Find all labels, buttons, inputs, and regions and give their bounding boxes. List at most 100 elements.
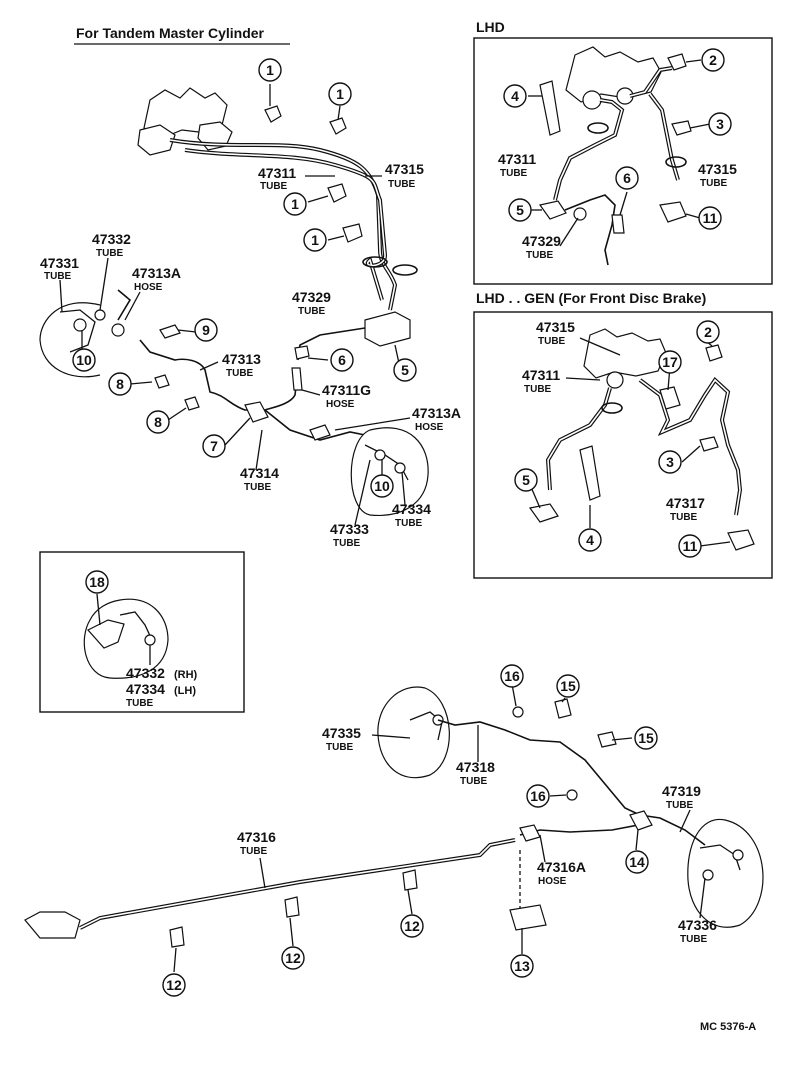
label-hose: HOSE [415,422,444,433]
svg-text:13: 13 [514,958,530,974]
svg-text:12: 12 [166,977,182,993]
label-47329: 47329 [292,289,331,305]
label-47317: 47317 [666,495,705,511]
svg-text:16: 16 [504,668,520,684]
label-47314: 47314 [240,465,279,481]
label-tube: TUBE [226,368,254,379]
svg-text:16: 16 [530,788,546,804]
label-tube: TUBE [44,271,72,282]
svg-text:12: 12 [404,918,420,934]
label-tube: TUBE [700,178,728,189]
svg-text:4: 4 [511,88,519,104]
callout: 1 [258,58,282,82]
label-47316a: 47316A [537,859,586,875]
svg-text:9: 9 [202,322,210,338]
callout: 5 [508,198,532,222]
callout: 2 [701,48,725,72]
label-tube: TUBE [460,776,488,787]
callout: 11 [678,534,702,558]
svg-text:17: 17 [662,354,678,370]
svg-text:1: 1 [291,196,299,212]
svg-text:15: 15 [638,730,654,746]
callout: 11 [698,206,722,230]
callout: 3 [658,450,682,474]
label-47311g: 47311G [322,382,371,398]
callout: 7 [202,434,226,458]
label-hose: HOSE [326,399,355,410]
callout: 4 [503,84,527,108]
svg-text:10: 10 [76,352,92,368]
callout: 12 [281,946,305,970]
callout: 8 [108,372,132,396]
inset-frame [39,551,245,713]
callout: 16 [500,664,524,688]
lhd-tube-47311 [553,98,625,201]
tube-47319 [639,814,706,846]
label-47333: 47333 [330,521,369,537]
front-right-disc [350,427,429,517]
svg-text:1: 1 [336,86,344,102]
callout: 12 [162,973,186,997]
callout: 17 [658,350,682,374]
label-tube: TUBE [333,538,361,549]
callout: 5 [393,358,417,382]
svg-text:3: 3 [666,454,674,470]
svg-text:10: 10 [374,478,390,494]
junction-block [244,401,269,423]
lhd-fitting [538,200,567,220]
svg-text:1: 1 [266,62,274,78]
lhd-bracket [539,80,561,136]
svg-text:18: 18 [89,574,105,590]
label-47334: 47334 [392,501,431,517]
label-47318: 47318 [456,759,495,775]
callout: 14 [625,850,649,874]
label-tube: TUBE [524,384,552,395]
svg-text:5: 5 [522,472,530,488]
label-tube: TUBE [395,518,423,529]
svg-text:2: 2 [704,324,712,340]
label-hose: HOSE [538,876,567,887]
callout: 15 [634,726,658,750]
callout: 1 [303,228,327,252]
tube-47314 [264,409,366,441]
label-tube: TUBE [240,846,268,857]
gen-master-cylinder [583,328,667,389]
callout: 6 [615,166,639,190]
label-tube: TUBE [244,482,272,493]
label-tube: TUBE [388,179,416,190]
svg-text:14: 14 [629,854,645,870]
svg-text:5: 5 [516,202,524,218]
label-47315: 47315 [385,161,424,177]
svg-text:1: 1 [311,232,319,248]
label-47335: 47335 [322,725,361,741]
tube-47313 [139,339,299,411]
callout: 13 [510,954,534,978]
label-rh: (RH) [174,669,198,681]
label-tube: TUBE [500,168,528,179]
rear-left-disc [377,686,450,779]
hose-47311g [291,367,303,391]
lhd-master-cylinder [565,46,662,110]
callout: 15 [556,674,580,698]
label-tube: TUBE [670,512,698,523]
callout: 1 [283,192,307,216]
label-47336: 47336 [678,917,717,933]
label-tube: TUBE [526,250,554,261]
label-47316: 47316 [237,829,276,845]
svg-text:11: 11 [683,538,698,554]
callout: 1 [328,82,352,106]
label-47313a: 47313A [132,265,181,281]
tube-47318 [437,719,641,816]
callout: 8 [146,410,170,434]
label-47329: 47329 [522,233,561,249]
label-tube: TUBE [666,800,694,811]
label-47334: 47334 [126,681,165,697]
svg-text:7: 7 [210,438,218,454]
gen-bracket [579,445,601,501]
label-tube: TUBE [326,742,354,753]
callout: 9 [194,318,218,342]
label-lh: (LH) [174,685,196,697]
callout: 10 [72,348,96,372]
label-47313: 47313 [222,351,261,367]
